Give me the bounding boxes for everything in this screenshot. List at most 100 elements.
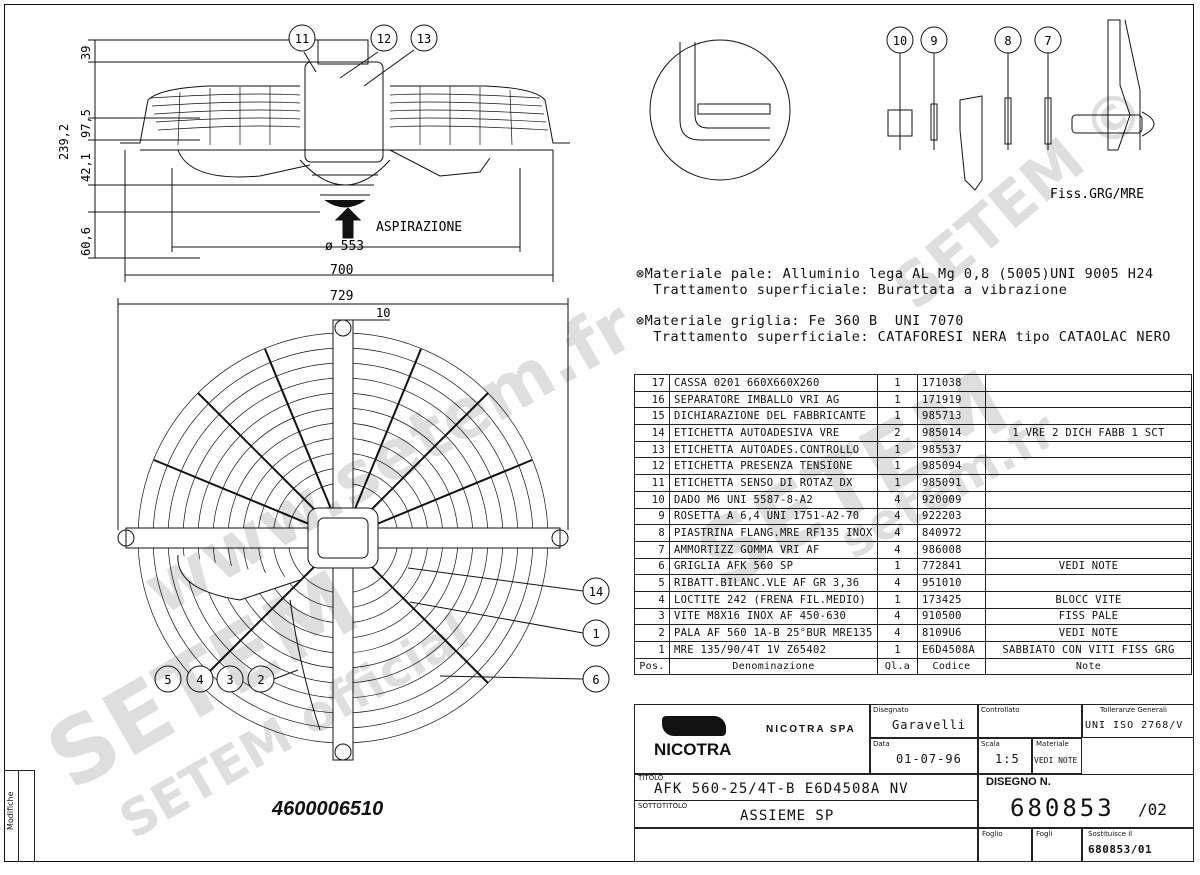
bom-cell-qty: 1 (877, 557, 918, 576)
bom-cell-pos: 3 (634, 607, 670, 626)
logo-cell (634, 704, 870, 774)
balloon-4: 4 (196, 673, 203, 687)
bom-cell-pos: 8 (634, 524, 670, 542)
bom-cell-pos: 1 (634, 641, 670, 659)
bom-cell-pos: 14 (634, 424, 670, 442)
bom-cell-notes (985, 390, 1192, 409)
bom-cell-notes (985, 440, 1192, 459)
bom-cell-qty: 1 (877, 374, 918, 392)
bom-cell-pos: 6 (634, 557, 670, 576)
balloon-8: 8 (1004, 34, 1011, 48)
material-value: VEDI NOTE (1034, 756, 1078, 765)
balloon-7: 7 (1044, 34, 1051, 48)
dim-39: 39 (79, 46, 93, 60)
left-margin-divider (18, 770, 19, 862)
dim-729: 729 (330, 290, 353, 304)
designer-value: Garavelli (892, 718, 967, 732)
bom-cell-qty: 4 (877, 507, 918, 526)
bom-cell-qty: 4 (877, 574, 918, 592)
detail-drawing: 10 9 8 7 Fiss.GRG/MRE (649, 19, 1155, 202)
bom-cell-code: 951010 (917, 574, 986, 592)
bom-cell-pos: 5 (634, 574, 670, 592)
bom-cell-den: ETICHETTA SENSO DI ROTAZ DX (669, 474, 878, 492)
bom-cell-den: PIASTRINA FLANG.MRE RF135 INOX (669, 524, 878, 542)
bom-cell-den: PALA AF 560 1A-B 25°BUR MRE135 (669, 624, 878, 642)
bom-cell-qty: 1 (877, 590, 918, 609)
bom-cell-notes (985, 524, 1192, 542)
bom-cell-notes: SABBIATO CON VITI FISS GRG (985, 641, 1192, 659)
note-blade-material: ⊗Materiale pale: Alluminio lega AL Mg 0,… (636, 266, 1154, 282)
modifiche-label: Modifiche (6, 791, 15, 830)
balloon-10: 10 (893, 34, 907, 48)
bom-cell-den: VITE M8X16 INOX AF 450-630 (669, 607, 878, 626)
drawing-number-cell (978, 774, 1194, 828)
sheet-label: Foglio (982, 830, 1003, 838)
replaces-cell (1082, 828, 1194, 862)
bom-cell-den: ETICHETTA AUTOADESIVA VRE (669, 424, 878, 442)
bom-cell-qty: 2 (877, 424, 918, 442)
bom-cell-code: 910500 (917, 607, 986, 626)
material-label: Materiale (1036, 740, 1069, 748)
bom-cell-den: GRIGLIA AFK 560 SP (669, 557, 878, 576)
bom-cell-code: 840972 (917, 524, 986, 542)
dim-553: ø 553 (325, 239, 364, 254)
designer-label: Disegnato (873, 706, 909, 714)
bom-cell-qty: 1 (877, 641, 918, 659)
bom-header-code: Codice (917, 657, 986, 676)
dim-97: 97,5 (79, 109, 93, 138)
bom-cell-notes (985, 490, 1192, 509)
bom-cell-pos: 16 (634, 390, 670, 409)
bom-cell-pos: 17 (634, 374, 670, 392)
note-blade-treatment: Trattamento superficiale: Burattata a vi… (636, 282, 1068, 298)
scale-label: Scala (981, 740, 1000, 748)
date-cell (870, 738, 978, 774)
bom-cell-code: 173425 (917, 590, 986, 609)
revision-value: /02 (1138, 800, 1167, 819)
bom-cell-pos: 15 (634, 407, 670, 426)
bom-cell-den: DICHIARAZIONE DEL FABBRICANTE (669, 407, 878, 426)
bom-cell-code: 985014 (917, 424, 986, 442)
fixing-label: Fiss.GRG/MRE (1050, 187, 1144, 202)
bom-cell-notes: 1 VRE 2 DICH FABB 1 SCT (985, 424, 1192, 442)
bom-cell-den: AMMORTIZZ GOMMA VRI AF (669, 540, 878, 559)
bom-header-qty: Ql.a (877, 657, 918, 676)
balloon-5: 5 (164, 673, 171, 687)
bom-cell-pos: 9 (634, 507, 670, 526)
tolerance-value: UNI ISO 2768/V (1085, 720, 1184, 731)
dim-700: 700 (330, 263, 353, 278)
title-value: AFK 560-25/4T-B E6D4508A NV (654, 781, 909, 797)
bom-header-pos: Pos. (634, 657, 670, 676)
checked-cell (978, 704, 1082, 738)
scale-cell (978, 738, 1032, 774)
bom-cell-code: 772841 (917, 557, 986, 576)
nicotra-logo-text: NICOTRA (654, 740, 732, 759)
dim-10: 10 (376, 306, 390, 320)
balloon-3: 3 (226, 673, 233, 687)
balloon-11: 11 (295, 32, 309, 46)
bom-cell-den: MRE 135/90/4T 1V Z65402 (669, 641, 878, 659)
bom-cell-notes (985, 507, 1192, 526)
title-divider (634, 800, 978, 801)
company-name: NICOTRA SPA (766, 724, 856, 735)
bom-cell-qty: 1 (877, 390, 918, 409)
bom-cell-notes (985, 407, 1192, 426)
bom-cell-code: 985091 (917, 474, 986, 492)
bom-cell-pos: 11 (634, 474, 670, 492)
dim-239: 239,2 (57, 124, 71, 160)
balloon-6: 6 (592, 673, 599, 687)
bom-cell-pos: 4 (634, 590, 670, 609)
bom-cell-code: 171919 (917, 390, 986, 409)
bom-cell-code: 985094 (917, 457, 986, 476)
subtitle-label: SOTTOTITOLO (638, 802, 688, 810)
bom-cell-code: E6D4508A (917, 641, 986, 659)
